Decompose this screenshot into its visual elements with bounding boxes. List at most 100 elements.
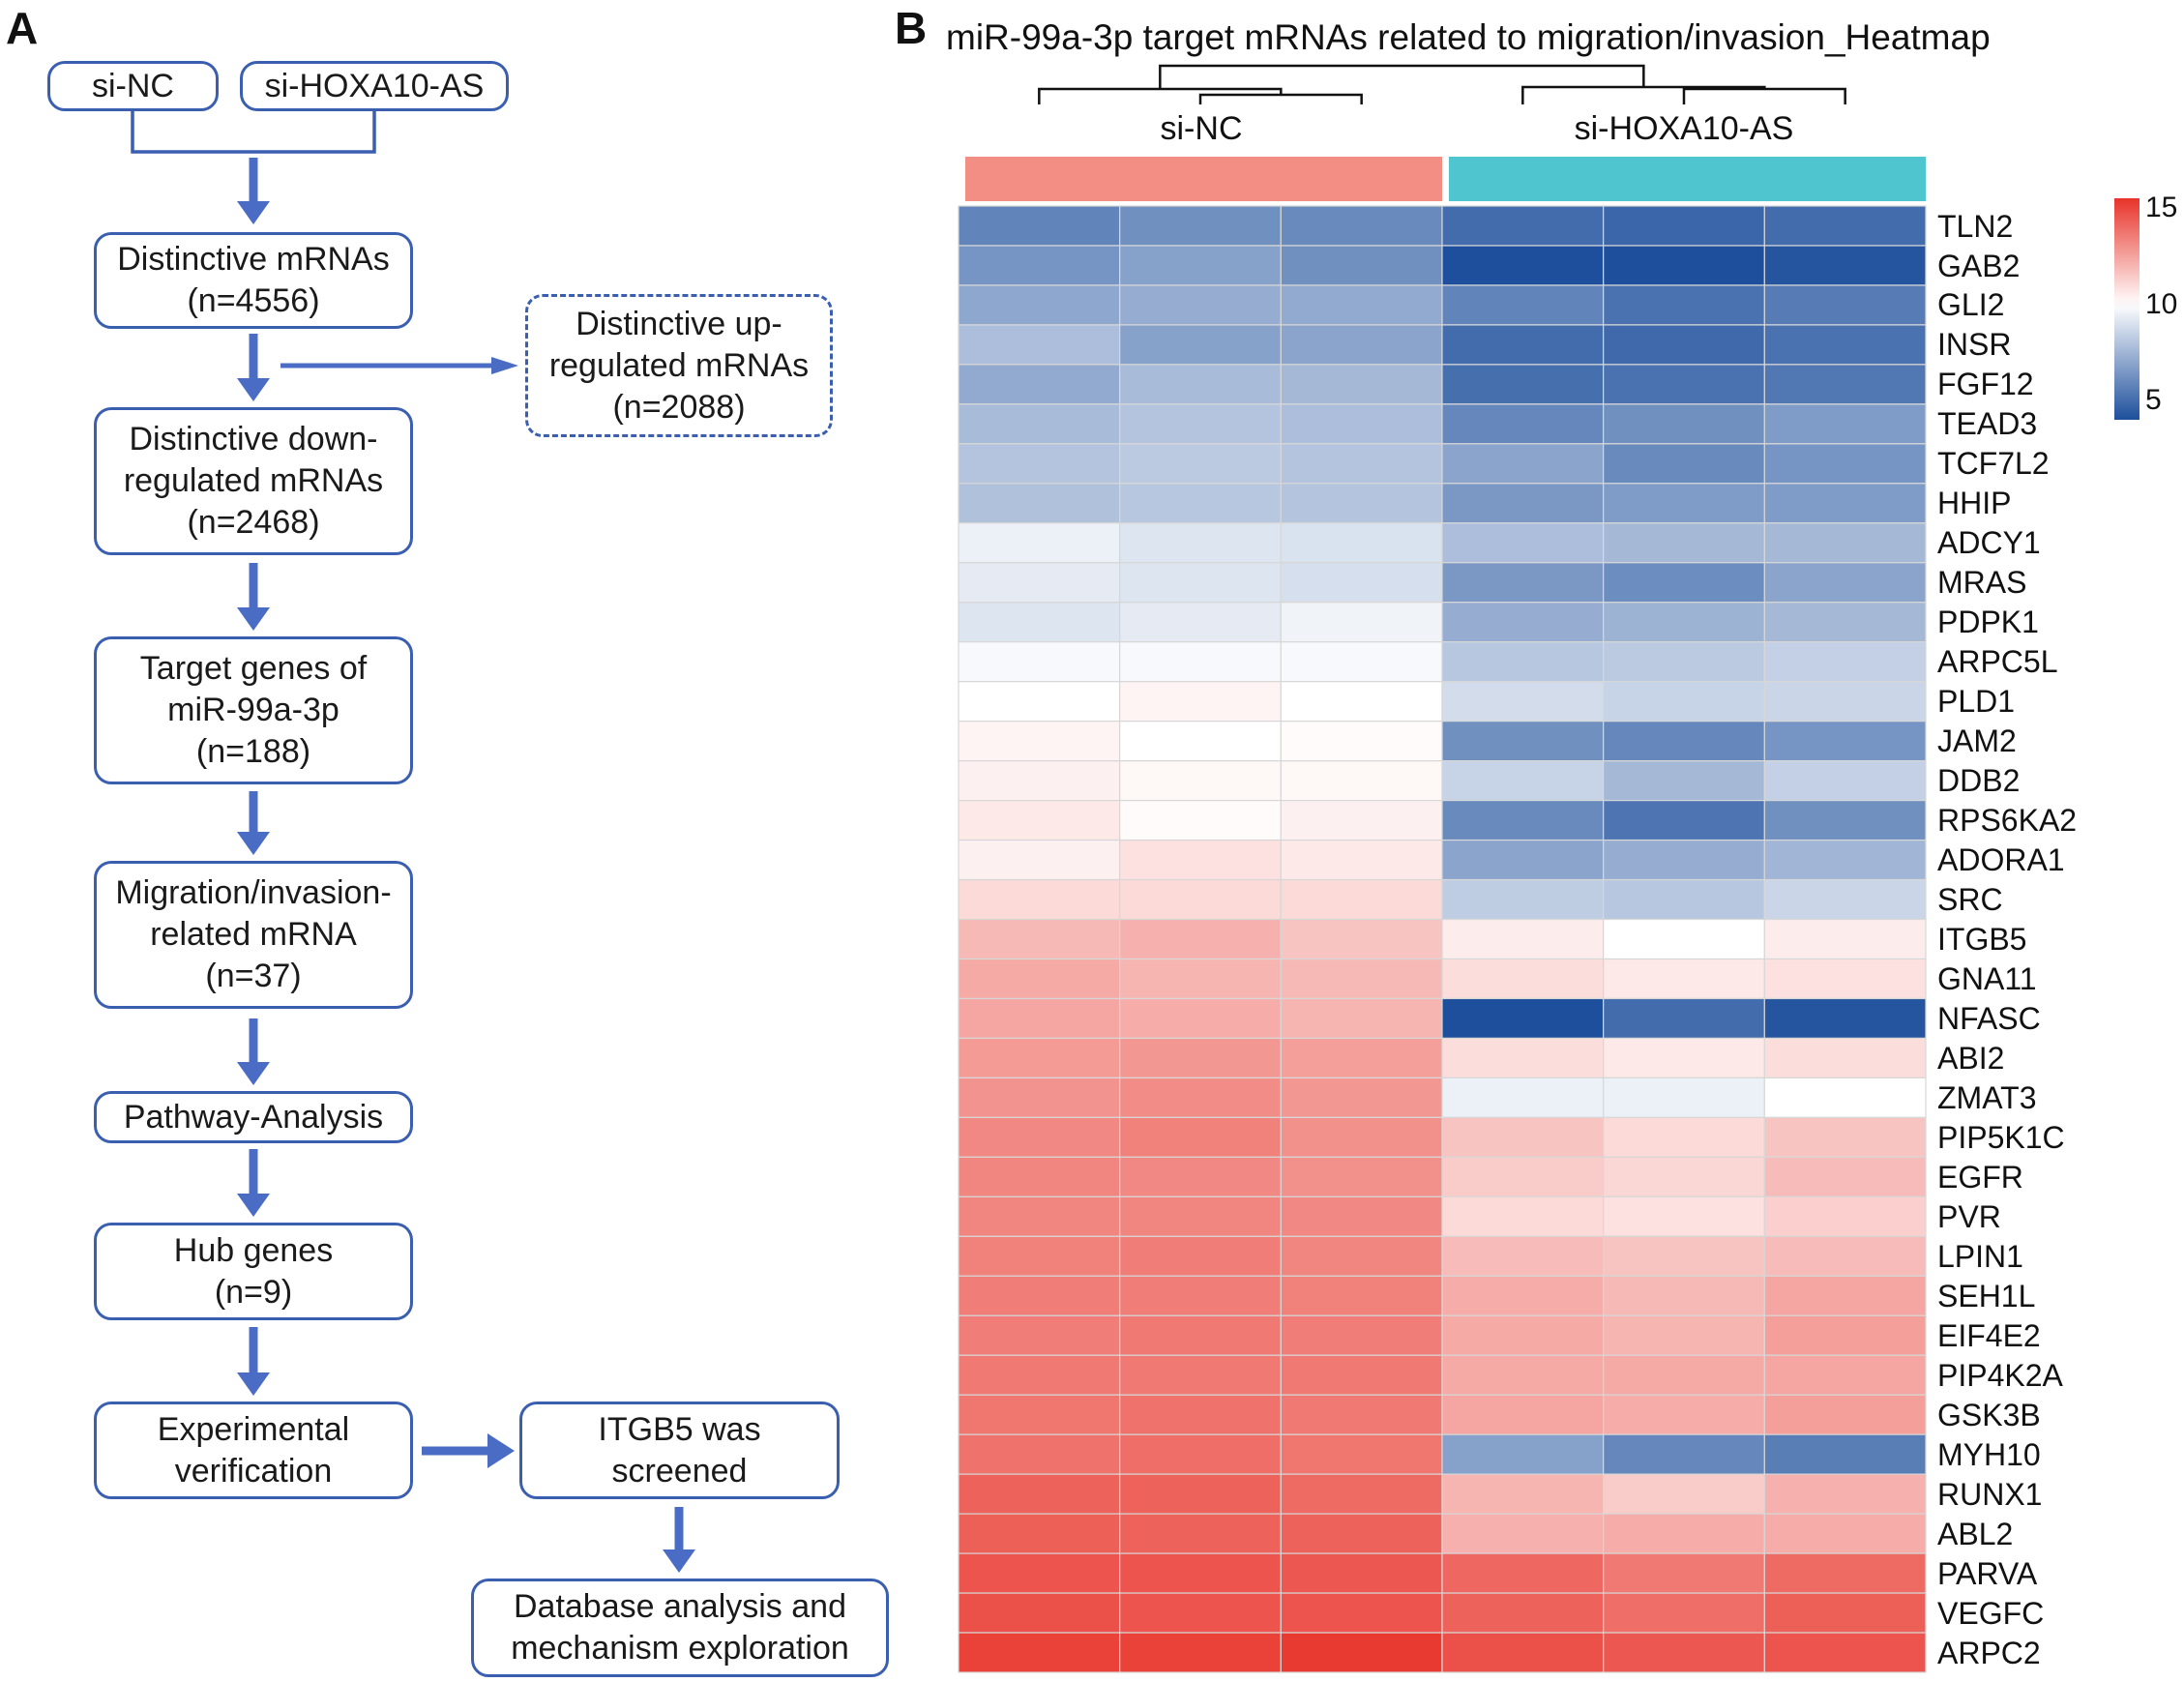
heatmap-row-label: PARVA bbox=[1937, 1555, 2038, 1591]
heatmap-cell bbox=[1280, 483, 1443, 524]
heatmap-cell bbox=[1441, 1433, 1605, 1475]
heatmap-cell bbox=[1280, 1314, 1443, 1356]
heatmap-cell bbox=[1763, 1433, 1927, 1475]
heatmap-cell bbox=[1763, 562, 1927, 604]
heatmap-cell bbox=[1119, 997, 1282, 1040]
heatmap-cell bbox=[1603, 958, 1765, 1000]
heatmap-cell bbox=[1119, 403, 1282, 445]
heatmap-cell bbox=[1441, 918, 1605, 960]
heatmap-row-label: RPS6KA2 bbox=[1937, 803, 2078, 839]
heatmap-cell bbox=[1441, 1473, 1605, 1515]
heatmap-row-label: ADCY1 bbox=[1937, 525, 2041, 561]
heatmap-cell bbox=[1763, 324, 1927, 366]
heatmap-row-label: ARPC5L bbox=[1937, 644, 2058, 680]
heatmap-row-label: HHIP bbox=[1937, 486, 2012, 521]
heatmap-cell bbox=[958, 1195, 1121, 1237]
heatmap-cell bbox=[1441, 721, 1605, 762]
heatmap-cell bbox=[1119, 958, 1282, 1000]
heatmap-cell bbox=[1763, 1156, 1927, 1197]
heatmap-cell bbox=[1603, 562, 1765, 604]
heatmap-cell bbox=[1763, 364, 1927, 405]
heatmap-cell bbox=[1280, 1037, 1443, 1079]
heatmap-cell bbox=[1603, 1394, 1765, 1435]
heatmap-cell bbox=[1603, 1275, 1765, 1316]
heatmap-cell bbox=[1763, 1077, 1927, 1118]
heatmap-cell bbox=[1119, 1116, 1282, 1158]
heatmap-cell bbox=[1119, 1473, 1282, 1515]
upregulated-mrnas-box: Distinctive up- regulated mRNAs (n=2088) bbox=[525, 294, 833, 437]
migration-invasion-box: Migration/invasion- related mRNA (n=37) bbox=[94, 861, 413, 1009]
heatmap-cell bbox=[1119, 839, 1282, 881]
heatmap-cell bbox=[1441, 1077, 1605, 1118]
heatmap-cell bbox=[1280, 760, 1443, 802]
arrow-7-head bbox=[237, 1372, 270, 1396]
heatmap-row-label: EIF4E2 bbox=[1937, 1317, 2041, 1353]
heatmap-row-label: PLD1 bbox=[1937, 684, 2016, 720]
heatmap-cell bbox=[1280, 1592, 1443, 1634]
heatmap-cell bbox=[1603, 1513, 1765, 1554]
heatmap-cell bbox=[1603, 641, 1765, 683]
heatmap-cell bbox=[1763, 1235, 1927, 1277]
heatmap-cell bbox=[1763, 997, 1927, 1040]
heatmap-cell bbox=[1763, 443, 1927, 485]
heatmap-cell bbox=[1603, 1473, 1765, 1515]
heatmap-cell bbox=[1119, 1156, 1282, 1197]
heatmap-cell bbox=[1280, 1275, 1443, 1316]
heatmap-cell bbox=[958, 1037, 1121, 1079]
arrow-5-head bbox=[237, 1062, 270, 1085]
heatmap-cell bbox=[1119, 681, 1282, 723]
heatmap-cell bbox=[1603, 1433, 1765, 1475]
heatmap-cell bbox=[1441, 799, 1605, 841]
heatmap-cell bbox=[1280, 1433, 1443, 1475]
heatmap-cell bbox=[958, 403, 1121, 445]
heatmap-cell bbox=[1763, 1552, 1927, 1594]
heatmap-cell bbox=[1280, 1235, 1443, 1277]
heatmap-cell bbox=[958, 918, 1121, 960]
heatmap-cell bbox=[1763, 1394, 1927, 1435]
heatmap-cell bbox=[1441, 681, 1605, 723]
heatmap-cell bbox=[1119, 364, 1282, 405]
heatmap-cell bbox=[1603, 522, 1765, 564]
heatmap-cell bbox=[958, 205, 1121, 247]
heatmap-cell bbox=[1119, 1394, 1282, 1435]
color-legend-tick: 15 bbox=[2145, 192, 2178, 223]
heatmap-cell bbox=[1603, 1314, 1765, 1356]
heatmap-cell bbox=[1119, 483, 1282, 524]
heatmap-cell bbox=[1603, 760, 1765, 802]
heatmap-cell bbox=[1441, 641, 1605, 683]
heatmap-cell bbox=[1119, 760, 1282, 802]
heatmap-cell bbox=[1119, 1592, 1282, 1634]
heatmap-cell bbox=[1119, 799, 1282, 841]
heatmap-cell bbox=[1119, 205, 1282, 247]
color-legend-tick: 10 bbox=[2145, 287, 2178, 320]
heatmap-cell bbox=[1441, 958, 1605, 1000]
heatmap-cell bbox=[1603, 1552, 1765, 1594]
heatmap-row-label: VEGFC bbox=[1937, 1595, 2045, 1631]
arrow-1-head bbox=[237, 201, 270, 224]
heatmap-cell bbox=[1603, 878, 1765, 921]
heatmap-cell bbox=[1119, 324, 1282, 366]
heatmap-row-label: INSR bbox=[1937, 327, 2012, 363]
heatmap-cell bbox=[1280, 205, 1443, 247]
heatmap-cell bbox=[1280, 1473, 1443, 1515]
heatmap-cell bbox=[1280, 1513, 1443, 1554]
heatmap-cell bbox=[1763, 799, 1927, 841]
heatmap-cell bbox=[1119, 878, 1282, 921]
heatmap-cell bbox=[1603, 1354, 1765, 1396]
heatmap-cell bbox=[1119, 1195, 1282, 1237]
heatmap-cell bbox=[1280, 403, 1443, 445]
hub-genes-box: Hub genes (n=9) bbox=[94, 1223, 413, 1320]
heatmap-cell bbox=[1763, 1592, 1927, 1634]
heatmap-row-label: GNA11 bbox=[1937, 961, 2037, 996]
heatmap-cell bbox=[1119, 1513, 1282, 1554]
heatmap-cell bbox=[1763, 522, 1927, 564]
heatmap-cell bbox=[1603, 1195, 1765, 1237]
target-genes-box: Target genes of miR-99a-3p (n=188) bbox=[94, 636, 413, 784]
heatmap-cell bbox=[1280, 1394, 1443, 1435]
heatmap-row-label: JAM2 bbox=[1937, 723, 2017, 759]
heatmap-cell bbox=[958, 641, 1121, 683]
heatmap-cell bbox=[1441, 403, 1605, 445]
arrow-6-head bbox=[237, 1194, 270, 1217]
